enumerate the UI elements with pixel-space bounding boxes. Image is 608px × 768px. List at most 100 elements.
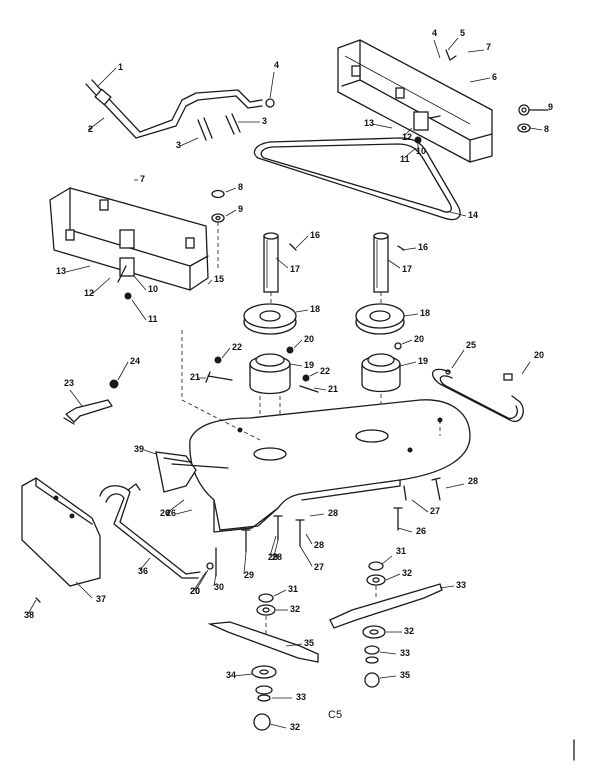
part-number-label: 31 <box>396 546 406 556</box>
part-number-label: 3 <box>176 140 181 150</box>
part-number-label: 29 <box>268 552 278 562</box>
part-number-label: 32 <box>402 568 412 578</box>
part-number-label: 20 <box>304 334 314 344</box>
leader-line <box>469 77 491 83</box>
part-number-label: 1 <box>118 62 123 72</box>
part-number-label: 20 <box>414 334 424 344</box>
part-number-label: 12 <box>84 288 94 298</box>
part-number-label: 28 <box>272 552 282 562</box>
part-number-label: 14 <box>468 210 478 220</box>
leader-line <box>285 643 303 647</box>
part-number-label: 9 <box>548 102 553 112</box>
spindle-left <box>263 232 279 320</box>
small-hardware-center <box>109 342 402 393</box>
pulley-right <box>355 303 405 335</box>
part-number-label: 21 <box>190 372 200 382</box>
part-number-label: 31 <box>288 584 298 594</box>
part-number-label: 28 <box>328 508 338 518</box>
part-number-label: 32 <box>404 626 414 636</box>
part-number-label: 15 <box>214 274 224 284</box>
part-number-label: 32 <box>290 604 300 614</box>
leader-line <box>381 555 393 565</box>
anti-scalp-bar-36 <box>99 483 201 579</box>
part-number-label: 2 <box>88 124 93 134</box>
leader-line <box>411 499 429 513</box>
leader-line <box>91 277 111 295</box>
leader-line <box>175 509 193 515</box>
part-number-label: 19 <box>418 356 428 366</box>
leader-line <box>401 247 417 251</box>
part-number-label: 7 <box>140 174 145 184</box>
part-number-label: 38 <box>24 610 34 620</box>
leader-line <box>269 535 277 557</box>
leader-line <box>225 209 237 217</box>
part-number-label: 22 <box>320 366 330 376</box>
leader-line <box>87 117 105 131</box>
leader-line <box>379 675 397 679</box>
part-number-label: 30 <box>214 582 224 592</box>
part-number-label: 8 <box>238 182 243 192</box>
part-number-label: 11 <box>400 154 410 164</box>
part-number-label: 20 <box>190 586 200 596</box>
leader-line <box>65 265 91 273</box>
part-number-label: 3 <box>262 116 267 126</box>
leader-line <box>193 571 207 591</box>
leader-line <box>309 371 319 377</box>
part-number-label: 21 <box>328 384 338 394</box>
part-number-label: 37 <box>96 594 106 604</box>
part-number-label: 33 <box>400 648 410 658</box>
leader-line <box>379 651 397 655</box>
right-blade-stack <box>329 561 443 688</box>
leader-line <box>371 123 393 129</box>
v-belt <box>253 137 461 221</box>
part-number-label: 25 <box>466 340 476 350</box>
part-number-label: 32 <box>290 722 300 732</box>
leader-line <box>69 389 83 407</box>
part-number-label: 34 <box>226 670 236 680</box>
leader-line <box>295 235 309 249</box>
part-number-label: 10 <box>416 146 426 156</box>
part-number-label: 8 <box>544 124 549 134</box>
pulley-left <box>243 303 297 335</box>
leader-line <box>131 299 147 321</box>
leader-line <box>403 127 413 137</box>
part-number-label: 4 <box>432 28 437 38</box>
leader-lines <box>27 37 546 729</box>
leader-line <box>207 279 213 285</box>
leader-line <box>309 513 325 517</box>
leader-line <box>295 309 309 313</box>
part-number-label: 22 <box>232 342 242 352</box>
part-number-label: 33 <box>456 580 466 590</box>
bracket-23 <box>63 399 113 425</box>
leader-line <box>221 347 231 359</box>
side-shield-37 <box>21 477 101 603</box>
leader-line <box>289 363 303 367</box>
leader-line <box>403 313 419 317</box>
leader-line <box>385 573 401 581</box>
leader-line <box>439 585 455 589</box>
leader-line <box>399 361 417 367</box>
part-number-label: 12 <box>402 132 412 142</box>
rod-25 <box>431 368 524 423</box>
leader-line <box>139 557 151 571</box>
part-number-label: 26 <box>416 526 426 536</box>
part-number-label: 9 <box>238 204 243 214</box>
part-number-label: 7 <box>486 42 491 52</box>
part-number-label: 18 <box>420 308 430 318</box>
lift-rod <box>85 79 275 139</box>
leader-line <box>167 499 185 513</box>
leader-line <box>403 147 417 159</box>
part-number-label: 26 <box>166 508 176 518</box>
leader-line <box>273 539 279 557</box>
part-number-label: 39 <box>134 444 144 454</box>
leader-line <box>225 187 237 193</box>
leader-line <box>451 349 465 369</box>
leader-line <box>269 71 275 99</box>
leader-line <box>397 527 413 533</box>
leader-line <box>75 581 93 599</box>
part-number-label: 20 <box>534 350 544 360</box>
part-number-label: 6 <box>492 72 497 82</box>
washers-8-9 <box>211 189 225 268</box>
